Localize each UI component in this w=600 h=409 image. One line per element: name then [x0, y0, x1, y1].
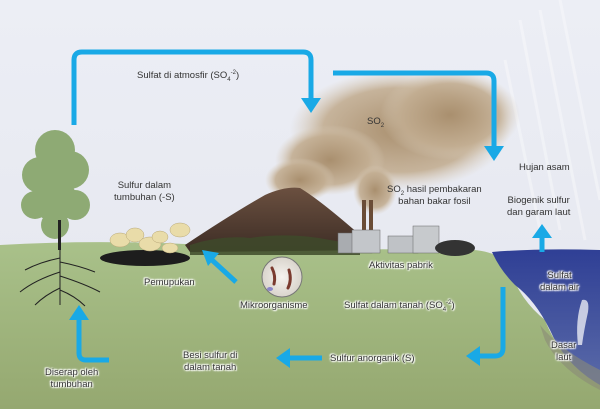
label-biogenik-sulfur: Biogenik sulfur dan garam laut: [507, 195, 570, 219]
label-line-1: Sulfur dalam: [117, 180, 172, 191]
label-line-1: Sulfat: [547, 270, 572, 281]
arrow-heads: [69, 98, 552, 368]
label-hujan-asam: Hujan asam: [519, 162, 570, 173]
label-line-2: tumbuhan: [50, 379, 93, 390]
label-so2-cloud: SO2: [367, 116, 385, 129]
vent-plume: [577, 299, 589, 345]
factory: [337, 200, 475, 256]
label-sub: 4: [227, 76, 231, 83]
label-sulfur-anorganik: Sulfur anorganik (S): [330, 353, 415, 364]
arrow-absorb-tree: [76, 318, 109, 363]
acid-rain: [503, 0, 600, 241]
smoke-cloud: [265, 70, 520, 215]
label-besi-sulfur: Besi sulfur di dalam tanah: [183, 350, 237, 374]
sea-floor: [540, 325, 600, 390]
label-mikroorganisme: Mikroorganisme: [240, 300, 308, 311]
arrow-tree-to-atmosphere: [71, 49, 314, 125]
label-sulfat-tanah: Sulfat dalam tanah (SO4-2): [344, 299, 455, 313]
label-sub: 4: [442, 306, 447, 313]
label-line-1: Dasar: [551, 340, 577, 351]
label-aktivitas-pabrik: Aktivitas pabrik: [369, 260, 433, 271]
label-sulfur-tumbuhan: Sulfur dalam tumbuhan (-S): [114, 180, 175, 204]
label-line-1: Biogenik sulfur: [507, 195, 570, 206]
volcano: [185, 187, 380, 252]
label-tail: ): [451, 300, 455, 311]
mushrooms: [100, 222, 191, 266]
label-line-2: laut: [556, 352, 572, 363]
ground: [0, 242, 600, 409]
label-line-2: dalam air: [540, 282, 580, 293]
label-sub: 2: [380, 122, 385, 129]
label-so2-fossil: SO2 hasil pembakaran bahan bakar fosil: [387, 184, 482, 208]
arrow-smoke-to-rain: [333, 70, 497, 148]
label-text: Sulfat di atmosfir (SO: [137, 70, 228, 81]
label-line-1: SO2 hasil pembakaran: [387, 184, 482, 197]
cycle-arrows: [71, 49, 545, 363]
label-text: Sulfat dalam tanah (SO: [344, 300, 443, 311]
label-line-2: dan garam laut: [507, 207, 571, 218]
label-line-1: Diserap oleh: [45, 367, 99, 378]
label-sulfat-air: Sulfat dalam air: [540, 270, 579, 294]
label-diserap-tumbuhan: Diserap oleh tumbuhan: [45, 367, 98, 391]
label-dasar-laut: Dasar laut: [551, 340, 576, 364]
arrow-fertilize: [210, 258, 238, 284]
label-sup: -2: [446, 299, 452, 306]
label-text: SO: [367, 116, 381, 127]
label-line-1: Besi sulfur di: [183, 350, 238, 361]
label-tail: ): [235, 70, 240, 81]
label-sulfat-atmosfir: Sulfat di atmosfir (SO4-2): [137, 69, 240, 83]
arrow-soil-to-inorganic: [478, 287, 506, 359]
label-text: SO: [387, 184, 401, 195]
label-sub: 2: [400, 190, 405, 197]
label-pemupukan: Pemupukan: [144, 277, 195, 288]
microorganism-icon: [261, 256, 303, 298]
label-sup: -2: [230, 69, 236, 76]
label-tail: hasil pembakaran: [404, 184, 482, 195]
label-line-2: tumbuhan (-S): [114, 192, 175, 203]
label-line-2: dalam tanah: [184, 362, 237, 373]
tree: [19, 130, 101, 307]
label-line-2: bahan bakar fosil: [398, 196, 471, 207]
volcano-forest: [190, 235, 360, 255]
sea: [492, 249, 600, 385]
